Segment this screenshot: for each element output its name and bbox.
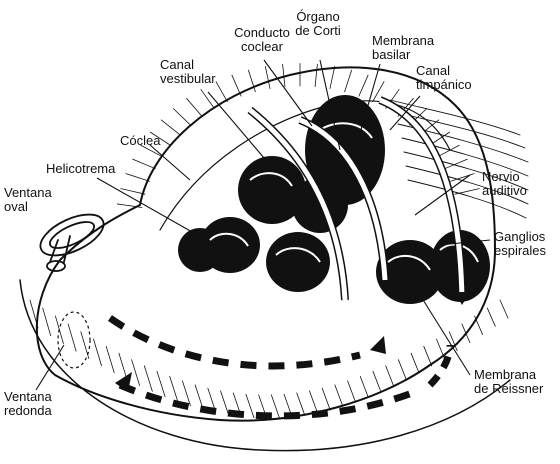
chamber-bottom-left — [178, 228, 222, 272]
label-ventana-oval: Ventana oval — [4, 186, 74, 214]
cochlea-lower-body — [20, 280, 510, 451]
label-membrana-de-reissner: Membrana de Reissner — [474, 368, 558, 396]
label-coclea: Cóclea — [120, 134, 180, 148]
round-window-shape — [58, 312, 90, 368]
label-membrana-basilar: Membrana basilar — [372, 34, 452, 62]
label-helicotrema: Helicotrema — [46, 162, 146, 176]
chamber-mid-center — [266, 232, 330, 292]
arrowhead-spiral-upper — [370, 336, 386, 354]
cross-section-chambers — [178, 95, 490, 304]
label-nervio-auditivo: Nervio auditivo — [482, 170, 552, 198]
label-ganglios-espirales: Ganglios espirales — [494, 230, 560, 258]
oval-window-shape — [34, 206, 109, 271]
label-canal-vestibular: Canal vestibular — [160, 58, 240, 86]
label-ventana-redonda: Ventana redonda — [4, 390, 74, 418]
label-organo-de-corti: Órgano de Corti — [288, 10, 348, 38]
label-canal-timpanico: Canal timpánico — [416, 64, 496, 92]
dashed-spiral-arrows — [110, 318, 450, 416]
